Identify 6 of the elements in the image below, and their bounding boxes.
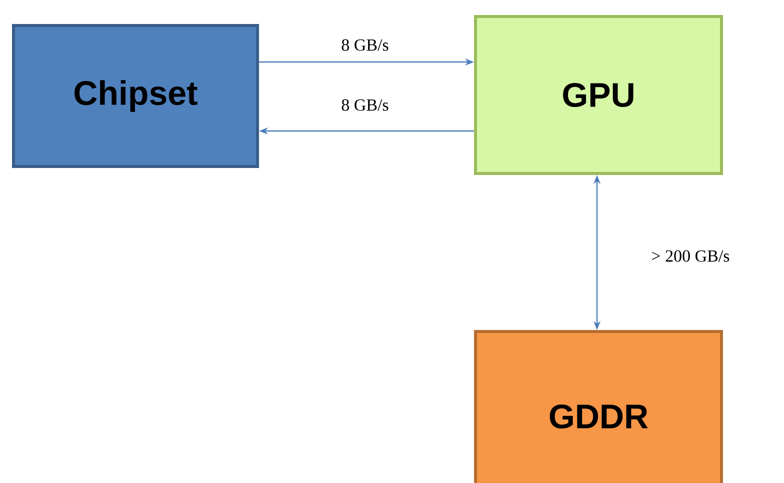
edge-label: > 200 GB/s — [650, 249, 731, 263]
edge-label: 8 GB/s — [340, 98, 390, 112]
process-box: GDDR — [474, 330, 723, 483]
process-box: GPU — [474, 15, 723, 175]
edge-label: 8 GB/s — [340, 38, 390, 52]
process-box: Chipset — [12, 24, 259, 168]
